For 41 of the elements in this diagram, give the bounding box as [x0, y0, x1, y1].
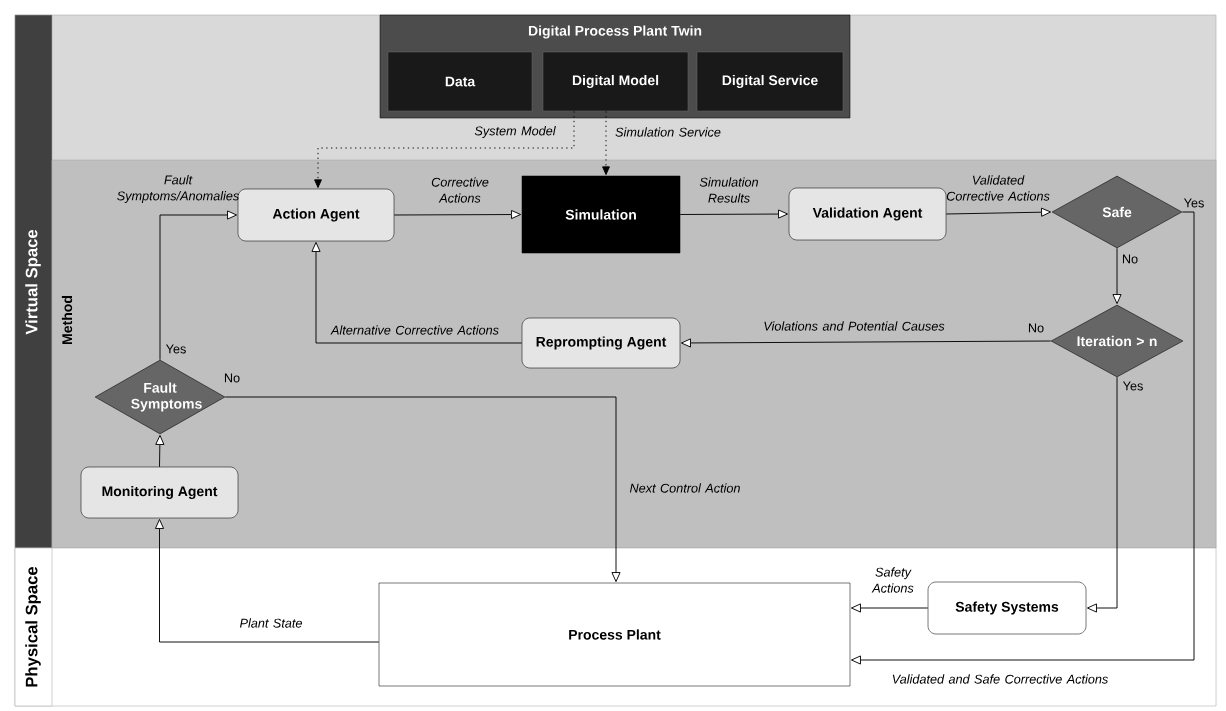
edge-label: Next Control Action [629, 483, 740, 493]
process-box: Process Plant [378, 582, 851, 687]
edge-label: Validated Corrective Actions [946, 175, 1050, 201]
branch-label: No [1028, 323, 1044, 333]
edge-label: Simulation Service [615, 127, 721, 137]
arrow [602, 110, 610, 175]
branch-label: Yes [1183, 198, 1204, 208]
edge-label: System Model [474, 126, 556, 138]
arrow [393, 210, 522, 220]
arrow [850, 603, 929, 613]
arrow [314, 110, 575, 188]
edge-label: Corrective Actions [431, 177, 489, 203]
branch-label: Yes [165, 344, 186, 354]
arrow [154, 518, 380, 643]
component-box: Digital Service [696, 51, 844, 112]
edge-label: No [1122, 254, 1138, 264]
arrow [850, 211, 1195, 665]
arrow [159, 210, 238, 361]
edge-label: Violations and Potential Causes [764, 321, 945, 331]
component-box: Data [387, 51, 533, 112]
edge-label: Plant State [239, 618, 302, 628]
arrow [155, 434, 165, 468]
process-box: Safety Systems [927, 581, 1087, 635]
edge-label: Simulation Results [699, 177, 758, 203]
agent-box: Validation Agent [788, 187, 947, 241]
arrow [1112, 247, 1122, 305]
simulation-box: Simulation [521, 175, 681, 254]
arrow [1086, 376, 1118, 613]
arrow [679, 209, 789, 219]
edge-label: Safety Actions [871, 567, 914, 593]
edge-label: Alternative Corrective Actions [330, 325, 499, 335]
edge-label: Validated and Safe Corrective Actions [892, 674, 1108, 684]
arrow [945, 207, 1052, 217]
edge-label: Fault Symptoms/Anomalies [117, 175, 239, 203]
arrow [311, 241, 523, 344]
branch-label: Yes [1122, 381, 1143, 391]
arrow [680, 338, 1052, 348]
agent-box: Reprompting Agent [521, 317, 681, 369]
agent-box: Monitoring Agent [80, 466, 239, 519]
arrow [224, 396, 621, 583]
component-box: Digital Model [542, 51, 689, 112]
